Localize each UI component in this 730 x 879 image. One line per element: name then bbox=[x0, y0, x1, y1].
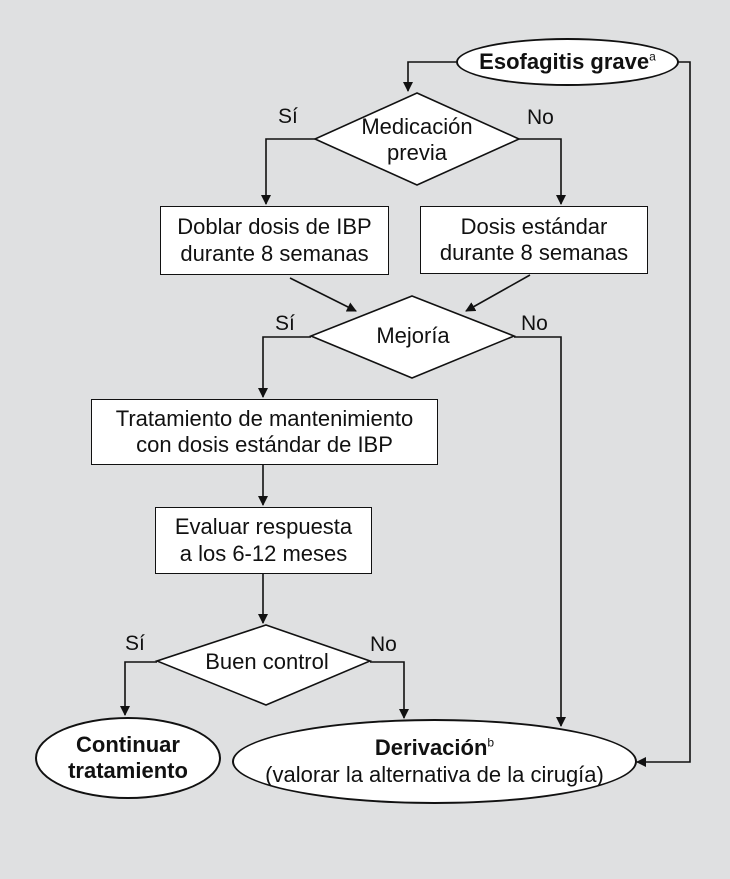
edge-label-si-control: Sí bbox=[125, 632, 145, 655]
estandar-line1: Dosis estándar bbox=[460, 213, 608, 239]
edge-estandar-mejoria bbox=[465, 274, 531, 312]
edge-label-si-medicacion: Sí bbox=[278, 105, 298, 128]
medicacion-line2: previa bbox=[387, 140, 447, 165]
mantenimiento-box: Tratamiento de mantenimiento con dosis e… bbox=[91, 399, 438, 465]
edge-mejoria-si bbox=[258, 336, 311, 398]
edge-label-no-medicacion: No bbox=[527, 106, 554, 129]
edge-control-si bbox=[120, 661, 157, 716]
control-diamond bbox=[154, 624, 373, 706]
mantenimiento-line2: con dosis estándar de IBP bbox=[136, 432, 393, 457]
doblar-line1: Doblar dosis de IBP bbox=[177, 214, 372, 240]
mantenimiento-line1: Tratamiento de mantenimiento bbox=[115, 405, 414, 431]
derivacion-node: Derivaciónb (valorar la alternativa de l… bbox=[232, 719, 637, 804]
derivacion-line2: (valorar la alternativa de la cirugía) bbox=[265, 761, 604, 787]
edge-medicacion-si bbox=[261, 138, 315, 205]
medicacion-line1: Medicación bbox=[361, 113, 473, 139]
edge-start-derivacion bbox=[636, 61, 691, 767]
mejoria-text: Mejoría bbox=[340, 318, 486, 354]
edge-medicacion-no bbox=[519, 138, 566, 205]
mejoria-diamond bbox=[308, 295, 517, 379]
continuar-line2: tratamiento bbox=[68, 758, 188, 783]
edge-label-si-mejoria: Sí bbox=[275, 312, 295, 335]
medicacion-diamond bbox=[313, 92, 521, 186]
continuar-line1: Continuar bbox=[76, 731, 180, 757]
continuar-node: Continuar tratamiento bbox=[35, 717, 221, 799]
evaluar-box: Evaluar respuesta a los 6-12 meses bbox=[155, 507, 372, 574]
edge-mejoria-no bbox=[514, 336, 566, 727]
mejoria-label: Mejoría bbox=[376, 322, 450, 348]
control-label: Buen control bbox=[205, 648, 329, 674]
evaluar-line2: a los 6-12 meses bbox=[179, 540, 348, 566]
derivacion-title: Derivación bbox=[374, 735, 488, 761]
doblar-line2: durante 8 semanas bbox=[180, 240, 369, 266]
start-node: Esofagitis gravea bbox=[456, 38, 679, 86]
edge-label-no-mejoria: No bbox=[521, 312, 548, 335]
start-title: Esofagitis grave bbox=[479, 48, 650, 74]
estandar-box: Dosis estándar durante 8 semanas bbox=[420, 206, 648, 274]
edge-label-no-control: No bbox=[370, 633, 397, 656]
doblar-box: Doblar dosis de IBP durante 8 semanas bbox=[160, 206, 389, 275]
edge-doblar-mejoria bbox=[289, 277, 357, 312]
start-sup: a bbox=[649, 49, 656, 64]
edge-control-no bbox=[370, 661, 409, 719]
medicacion-text: Medicación previa bbox=[332, 112, 502, 168]
edge-start-medicacion bbox=[403, 61, 456, 92]
estandar-line2: durante 8 semanas bbox=[439, 240, 629, 265]
evaluar-line1: Evaluar respuesta bbox=[174, 514, 353, 540]
control-text: Buen control bbox=[186, 644, 348, 680]
derivacion-sup: b bbox=[487, 735, 495, 750]
